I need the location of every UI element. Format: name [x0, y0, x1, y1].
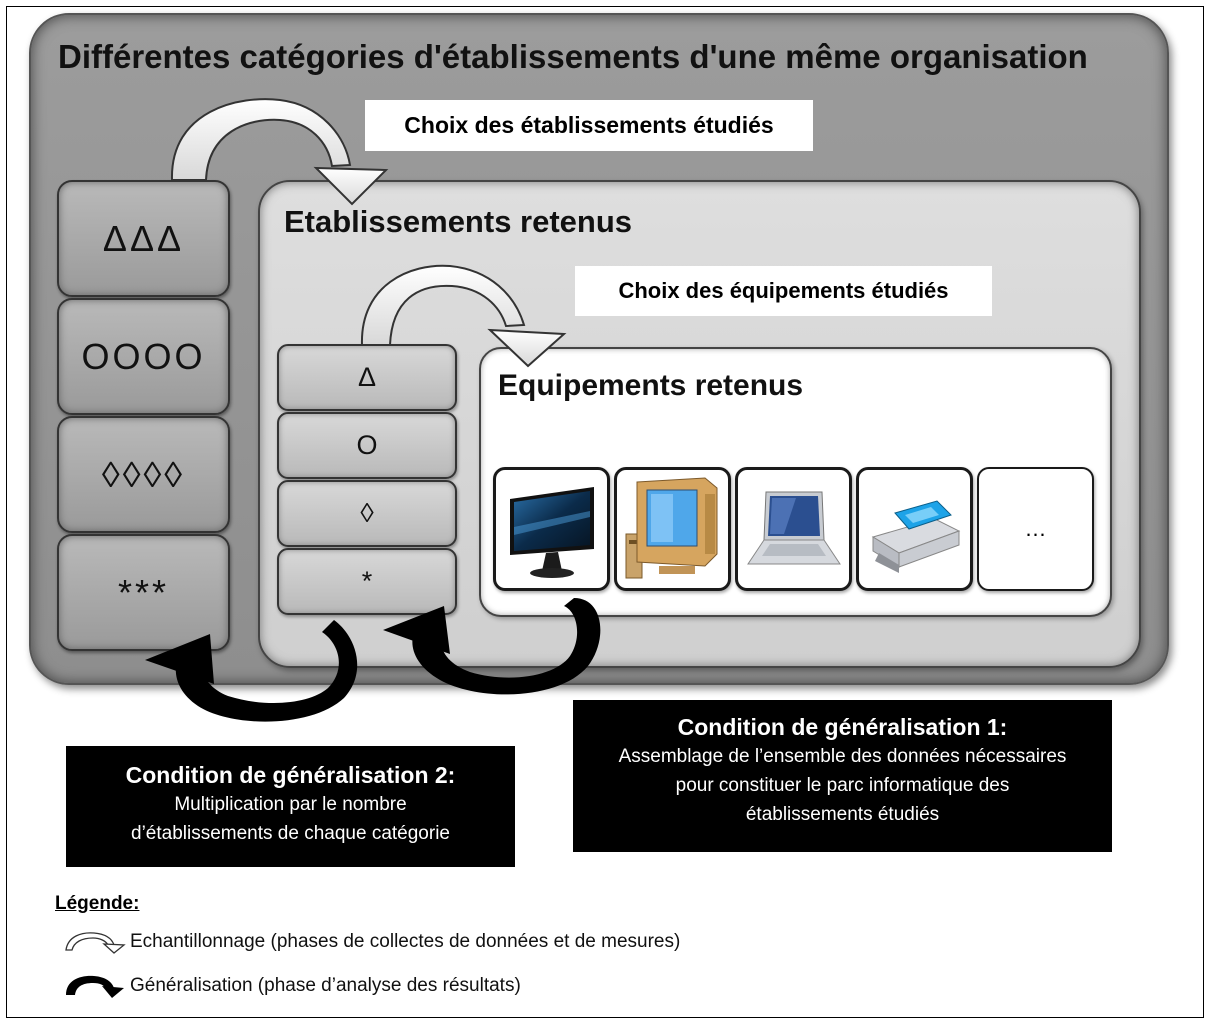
selected-tile-triangle: Δ: [277, 344, 457, 411]
equipment-tile-printer: [856, 467, 973, 591]
monitor-icon: [509, 486, 594, 578]
legend-row-sampling: Echantillonnage (phases de collectes de …: [60, 927, 680, 957]
condition-2-box: Condition de généralisation 2: Multiplic…: [66, 746, 515, 867]
category-tile-stars: ***: [57, 534, 230, 651]
condition-1-line: pour constituer le parc informatique des: [675, 775, 1010, 796]
selected-establishments-title: Etablissements retenus: [284, 204, 633, 239]
condition-1-line: établissements étudiés: [745, 804, 940, 825]
condition-2-line: Multiplication par le nombre: [174, 794, 407, 815]
condition-2-line: d’établissements de chaque catégorie: [131, 823, 450, 844]
laptop-icon: [746, 491, 841, 565]
condition-1-title: Condition de généralisation 1:: [677, 714, 1008, 740]
condition-1-line: Assemblage de l’ensemble des données néc…: [618, 746, 1067, 767]
generalization-arrow-1: [383, 598, 601, 695]
sampling-arrow-equipment: [360, 264, 567, 368]
equipment-tile-laptop: [735, 467, 852, 591]
generalization-arrow-icon: [66, 975, 124, 998]
figure-border: [6, 6, 1204, 1018]
selected-equipment-title: Equipements retenus: [498, 369, 804, 402]
legend-generalization-label: Généralisation (phase d’analyse des résu…: [130, 975, 521, 996]
selected-tile-diamond: ◊: [277, 480, 457, 547]
category-tile-circles: OOOO: [57, 298, 230, 415]
choice-equipment-label: Choix des équipements étudiés: [575, 266, 992, 316]
choice-establishments-label: Choix des établissements étudiés: [365, 100, 813, 151]
more-icon: …: [1024, 516, 1047, 541]
equipment-tile-monitor: [493, 467, 610, 591]
equipment-tile-desktop: [614, 467, 731, 591]
legend-sampling-label: Echantillonnage (phases de collectes de …: [130, 931, 681, 952]
desktop-computer-icon: [625, 477, 717, 579]
sampling-arrow-icon: [65, 932, 126, 954]
printer-icon: [871, 500, 960, 573]
condition-1-box: Condition de généralisation 1: Assemblag…: [573, 700, 1112, 852]
generalization-arrow-2: [145, 620, 358, 722]
condition-2-title: Condition de généralisation 2:: [125, 762, 456, 788]
equipment-tile-more: …: [977, 467, 1094, 591]
category-tile-triangles: ΔΔΔ: [57, 180, 230, 297]
legend-row-generalization: Généralisation (phase d’analyse des résu…: [60, 971, 521, 1001]
sampling-arrow-establishments: [170, 98, 389, 206]
category-tile-diamonds: ◊◊◊◊: [57, 416, 230, 533]
organization-title: Différentes catégories d'établissements …: [58, 38, 1088, 75]
selected-tile-star: *: [277, 548, 457, 615]
selected-tile-circle: O: [277, 412, 457, 479]
legend-title: Légende:: [55, 893, 140, 914]
